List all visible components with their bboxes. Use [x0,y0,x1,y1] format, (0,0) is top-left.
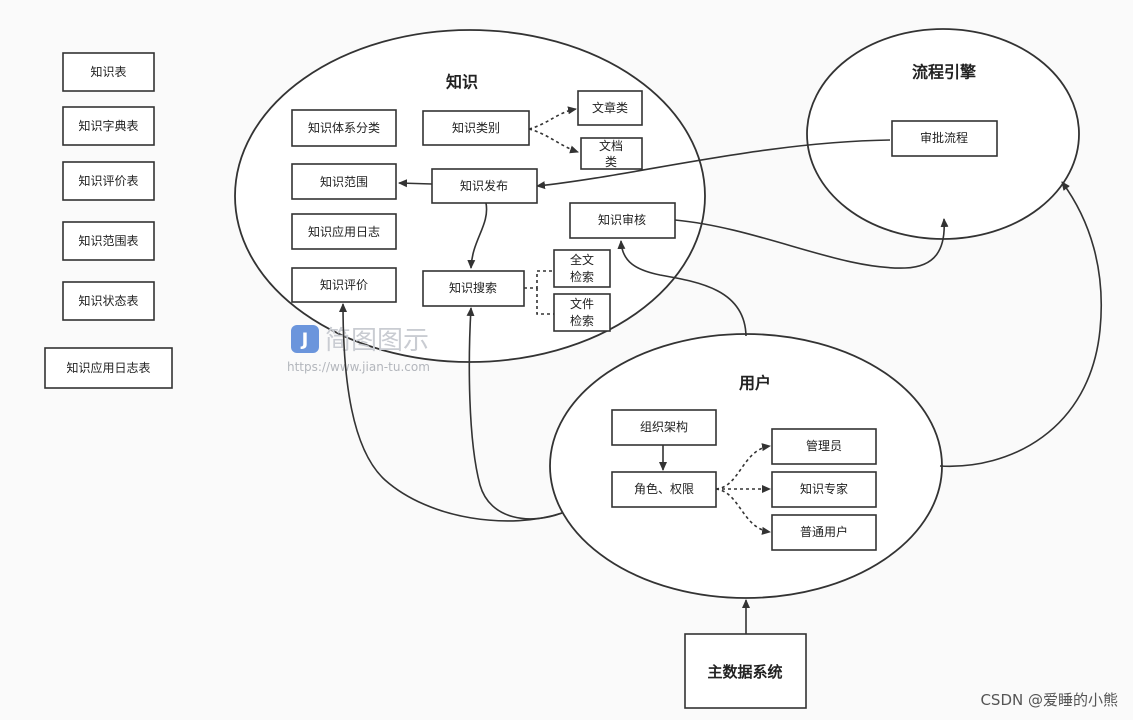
svg-text:知识搜索: 知识搜索 [449,280,497,295]
node-approval-flow: 审批流程 [891,120,998,157]
jiantu-watermark: J 简图图示 https://www.jian-tu.com [287,325,430,374]
svg-text:知识评价: 知识评价 [320,278,368,292]
user-group-title: 用户 [739,374,771,393]
node-knowledge-app-log: 知识应用日志 [291,213,397,250]
svg-text:审批流程: 审批流程 [920,130,968,145]
legend-table-app-log: 知识应用日志表 [44,347,173,389]
svg-text:知识范围: 知识范围 [320,175,368,189]
svg-text:知识体系分类: 知识体系分类 [308,121,380,135]
edge-user-to-search [466,307,563,520]
node-document-type: 文档 类 [580,137,643,170]
node-knowledge-search: 知识搜索 [422,270,525,307]
svg-text:检索: 检索 [570,269,594,284]
svg-text:角色、权限: 角色、权限 [634,482,694,496]
node-regular-user: 普通用户 [771,514,877,551]
node-org-structure: 组织架构 [611,409,717,446]
node-knowledge-expert: 知识专家 [771,471,877,508]
svg-text:知识状态表: 知识状态表 [78,294,138,308]
process-engine-group-title: 流程引擎 [912,63,977,82]
node-knowledge-publish: 知识发布 [431,168,538,204]
jiantu-logo-icon [291,325,319,353]
legend-table-dictionary: 知识字典表 [62,106,155,146]
svg-text:文档: 文档 [599,138,623,153]
node-file-search: 文件 检索 [553,293,611,332]
edge-role-to-regular [715,488,771,535]
legend-table-evaluation: 知识评价表 [62,161,155,201]
edge-review-to-process-engine [674,218,949,269]
svg-text:文章类: 文章类 [592,100,628,115]
node-knowledge-evaluation: 知识评价 [291,267,397,303]
svg-text:管理员: 管理员 [806,438,842,453]
svg-text:知识范围表: 知识范围表 [78,234,138,248]
svg-text:类: 类 [605,155,617,169]
legend-table-scope: 知识范围表 [62,221,155,261]
node-knowledge-review: 知识审核 [569,202,676,239]
svg-text:知识专家: 知识专家 [800,481,848,496]
node-knowledge-taxonomy: 知识体系分类 [291,109,397,147]
svg-text:全文: 全文 [570,252,594,267]
edge-user-to-evaluation [339,303,563,522]
jiantu-logo-letter: J [300,330,309,351]
knowledge-group-title: 知识 [446,73,478,92]
edge-search-to-file [536,288,554,315]
edge-approval-to-publish [536,139,891,190]
svg-text:知识审核: 知识审核 [598,212,646,227]
legend-table-status: 知识状态表 [62,281,155,321]
node-master-data: 主数据系统 [684,633,807,709]
svg-text:知识字典表: 知识字典表 [78,118,138,133]
legend-table-knowledge: 知识表 [62,52,155,92]
node-administrator: 管理员 [771,428,877,465]
node-article-type: 文章类 [577,90,643,126]
edge-category-to-document [528,128,579,154]
jiantu-url-text: https://www.jian-tu.com [287,360,430,374]
svg-text:知识类别: 知识类别 [452,121,500,135]
edge-category-to-article [528,106,577,130]
legend-table-list: 知识表 知识字典表 知识评价表 知识范围表 知识状态表 知识应用日志表 [44,52,173,389]
svg-text:知识应用日志: 知识应用日志 [308,224,380,239]
node-role-permission: 角色、权限 [611,471,717,508]
svg-text:知识评价表: 知识评价表 [78,174,138,188]
edge-role-to-admin [715,443,771,490]
edge-user-to-process-engine [939,181,1103,468]
jiantu-brand-text: 简图图示 [325,326,429,356]
csdn-credit-text: CSDN @爱睡的小熊 [980,691,1118,709]
node-knowledge-category: 知识类别 [422,110,530,146]
edge-search-to-fulltext [524,270,554,289]
node-fulltext-search: 全文 检索 [553,249,611,288]
svg-text:知识发布: 知识发布 [460,178,508,193]
svg-text:普通用户: 普通用户 [800,524,848,539]
svg-text:组织架构: 组织架构 [640,419,688,434]
svg-text:知识表: 知识表 [90,65,126,79]
svg-text:检索: 检索 [570,313,594,328]
edge-user-to-review [617,240,747,337]
svg-text:知识应用日志表: 知识应用日志表 [66,360,150,375]
edge-publish-to-scope [398,179,433,188]
svg-text:主数据系统: 主数据系统 [707,663,782,681]
node-knowledge-scope: 知识范围 [291,163,397,200]
edge-publish-to-search [467,202,488,269]
svg-text:文件: 文件 [570,296,594,311]
